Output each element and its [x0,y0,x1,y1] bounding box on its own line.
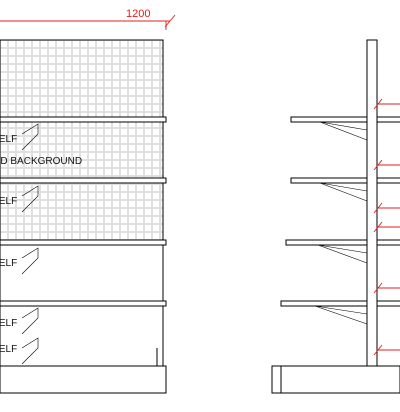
width-dimension: 1200 [0,8,176,30]
front-shelf-3 [0,239,167,246]
side-upright [366,39,378,394]
dim-tick [373,221,383,233]
shelf-label-2: SHELF [0,196,17,207]
front-shelf-1 [0,116,167,123]
width-dimension-label: 1200 [126,8,150,20]
side-shelf-4 [280,300,368,325]
side-bracket-upper [314,305,368,315]
side-shelf-2 [290,177,368,202]
side-shelf-board [290,116,368,123]
shelf-label-5: SHELF [0,344,17,355]
dim-tick [373,98,383,110]
leader-shelf-2 [21,185,39,213]
side-bracket-upper [319,121,368,131]
shelf-label-1: SHELF [0,134,17,145]
side-shelf-board [285,239,368,246]
leader-shelf-3 [21,247,39,275]
side-bracket-lower [317,244,368,264]
front-view: 1200 SHELF PERFORATED BACKGROUND SHELF S [0,8,176,394]
side-shelf-1 [290,116,368,141]
dim-tick [373,282,383,294]
dim-tick [373,344,383,356]
side-shelf-3 [285,239,368,264]
front-shelf-4 [0,300,167,307]
dim-tick [373,202,383,214]
dim-tick [373,159,383,171]
leader-shelf-5 [21,337,39,365]
side-bracket-upper [317,244,368,254]
side-bracket-upper [319,182,368,192]
leader-shelf-1 [21,123,39,151]
dimension-tick-right [164,14,176,28]
front-base-plinth [0,365,167,394]
side-view [271,39,400,394]
side-shelf-board [290,177,368,184]
side-dimension-marks [373,98,400,356]
front-shelf-2 [0,177,167,184]
side-bracket-lower [319,182,368,202]
side-bracket-lower [319,121,368,141]
shelf-label-3: SHELF [0,258,17,269]
front-shelves [0,116,167,307]
side-base [271,365,400,394]
background-label: PERFORATED BACKGROUND [0,156,82,167]
side-right-stubs [377,116,400,307]
side-shelf-board [280,300,368,307]
perforated-background [0,39,164,244]
leader-shelf-4 [21,307,39,335]
callout-leaders [21,123,39,365]
shelf-label-4: SHELF [0,318,17,329]
side-bracket-lower [314,305,368,325]
